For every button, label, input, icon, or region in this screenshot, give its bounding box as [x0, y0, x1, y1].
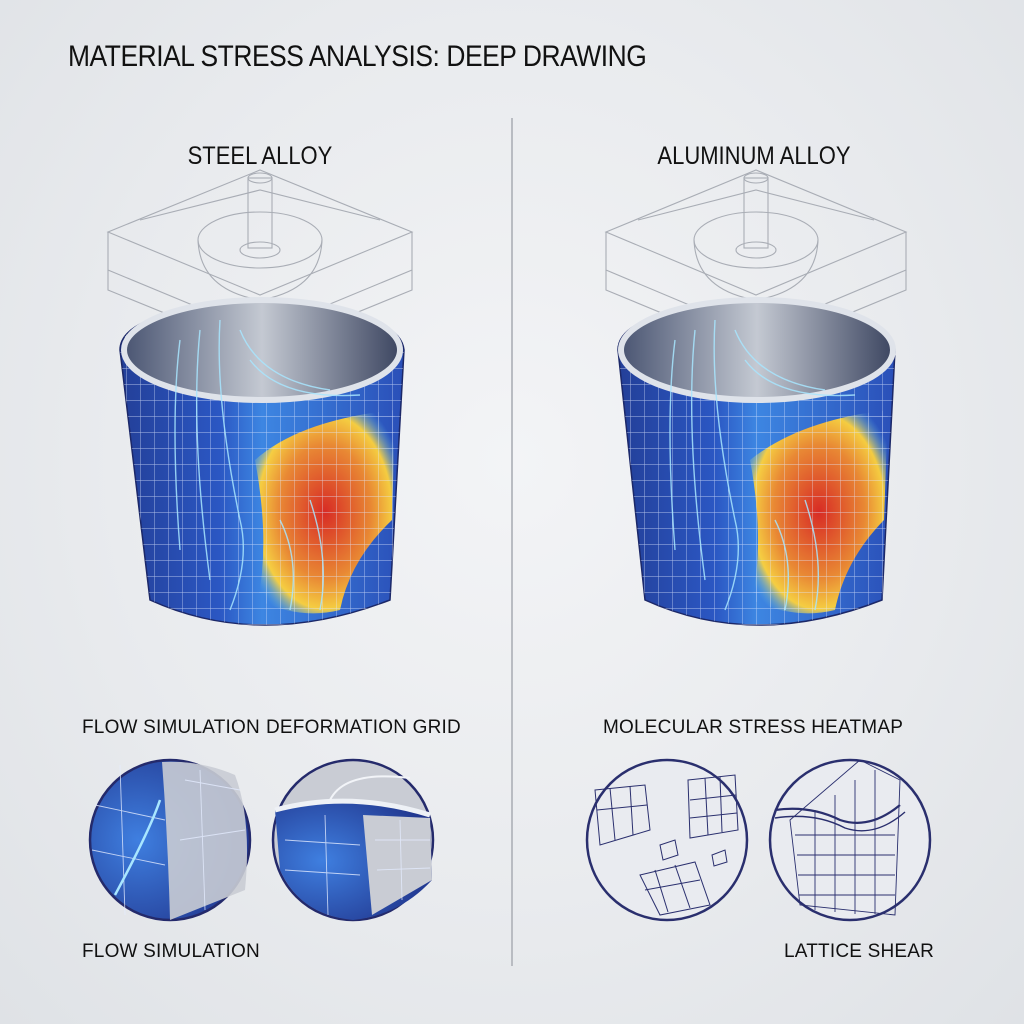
- panel-title-aluminum: ALUMINUM ALLOY: [657, 142, 851, 170]
- molecular-stress-magnifier: [585, 758, 749, 922]
- panel-divider: [511, 118, 513, 966]
- label-molecular-stress-heatmap: MOLECULAR STRESS HEATMAP: [603, 717, 904, 738]
- lattice-shear-magnifier: [768, 758, 932, 922]
- page-title: MATERIAL STRESS ANALYSIS: DEEP DRAWING: [68, 40, 647, 73]
- flow-simulation-magnifier: [88, 758, 252, 922]
- label-flow-simulation-bottom: FLOW SIMULATION: [82, 941, 260, 962]
- label-deformation-grid: DEFORMATION GRID: [266, 717, 461, 738]
- label-flow-simulation: FLOW SIMULATION: [82, 717, 260, 738]
- deformation-grid-magnifier: [271, 758, 435, 922]
- panel-title-steel: STEEL ALLOY: [187, 142, 333, 170]
- label-lattice-shear: LATTICE SHEAR: [784, 941, 935, 962]
